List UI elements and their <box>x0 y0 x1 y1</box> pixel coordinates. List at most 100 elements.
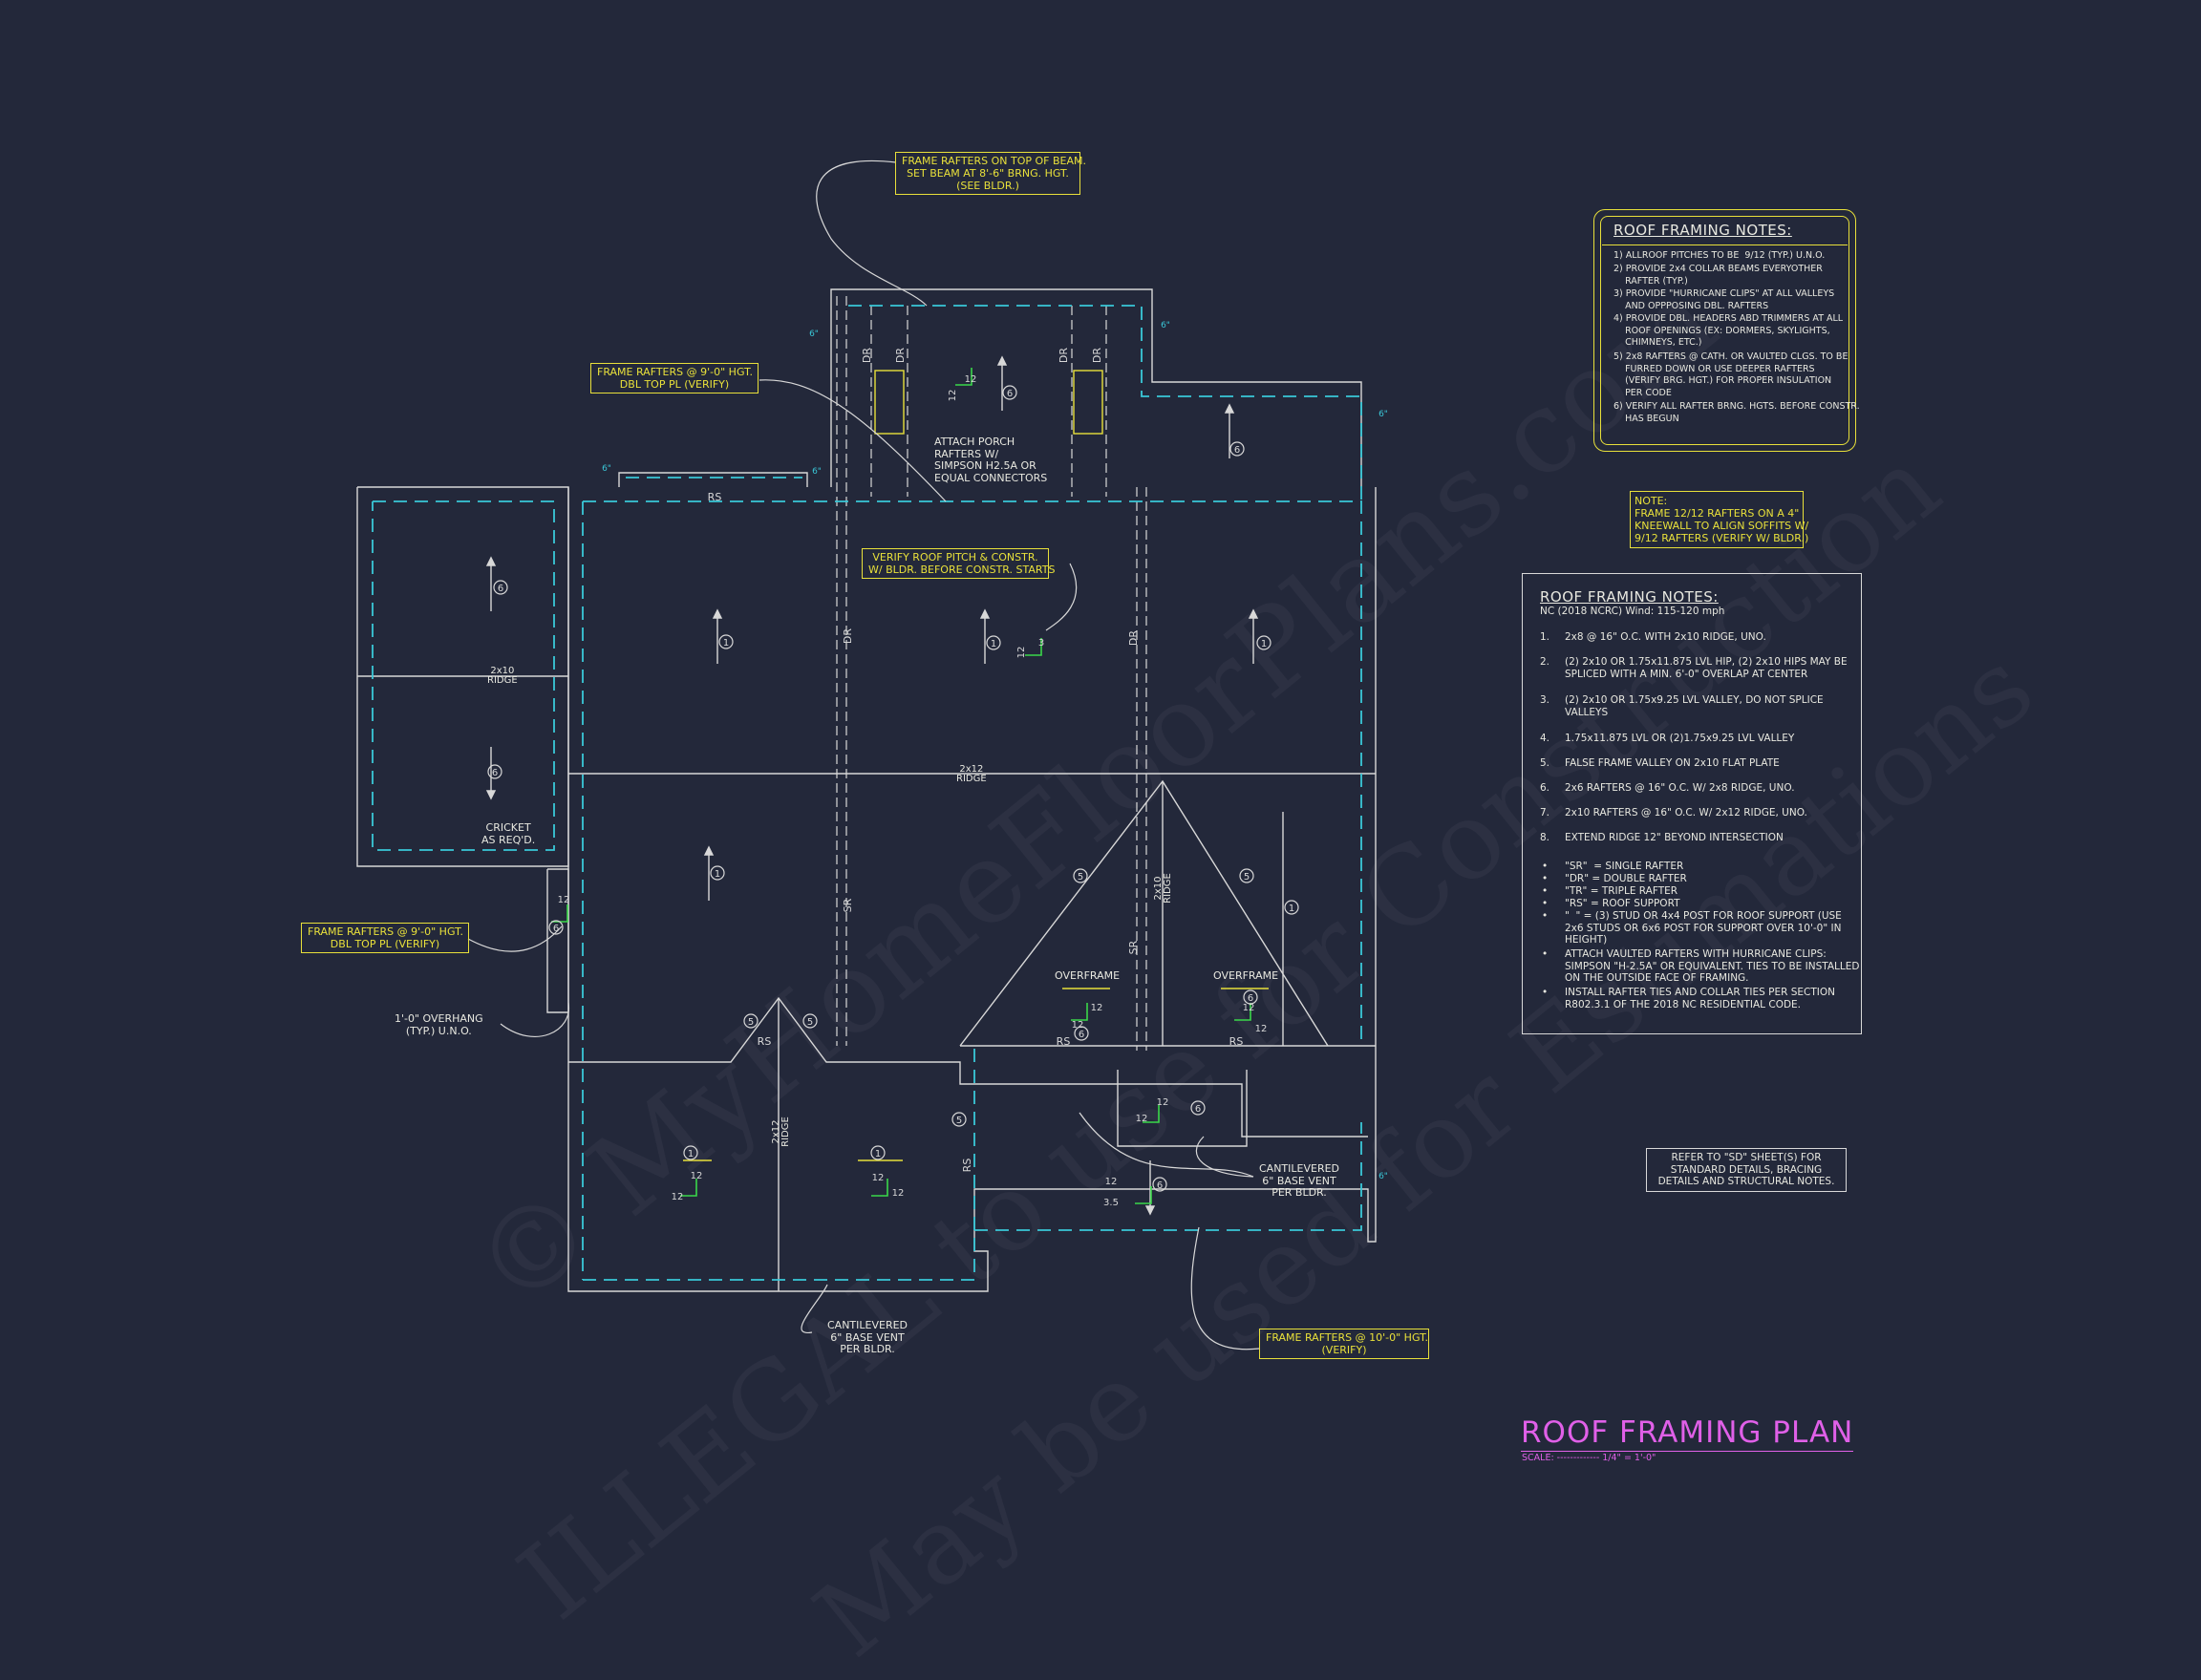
bullet-dot: • <box>1542 873 1549 884</box>
circle-tag <box>1243 989 1258 1005</box>
note-num: 7. <box>1540 807 1550 819</box>
overhang-dim: 6" <box>1378 410 1388 419</box>
tag-number: 6 <box>1248 993 1253 1004</box>
pitch-numbers: 12 12 12 3 12 12 12 12 12 12 12 3.5 12 1… <box>558 374 1268 1208</box>
rafter-height-callout-top: FRAME RAFTERS @ 9'-0" HGT. DBL TOP PL (V… <box>590 363 759 393</box>
pitch-number: 3 <box>1038 638 1044 649</box>
dr-label: DR <box>1127 630 1140 646</box>
pitch-number: 12 <box>1091 1003 1103 1013</box>
tag-number: 6 <box>1234 445 1240 456</box>
overhang-dim: 6" <box>812 467 822 477</box>
dr-label: DR <box>861 348 873 363</box>
pitch-number: 12 <box>1255 1024 1268 1034</box>
tag-number: 1 <box>723 638 729 649</box>
bullet-dot: • <box>1542 910 1549 922</box>
overhang-dim: 6" <box>809 330 819 339</box>
pitch-number: 12 <box>691 1171 703 1181</box>
roof-notes-box-1-inner <box>1600 216 1849 445</box>
member-labels: RS RS RS RS DR DR DR DR DR DR SR SR RS <box>708 348 1244 1173</box>
pitch-number: 12 <box>1157 1097 1169 1108</box>
circle-tag <box>1073 868 1088 883</box>
circle-tag <box>743 1013 759 1029</box>
bullet-dot: • <box>1542 948 1549 960</box>
sr-label: SR <box>1127 940 1140 954</box>
pitch-number: 12 <box>948 390 958 402</box>
circle-tag <box>718 634 734 649</box>
circle-tag-numbers: 6 6 1 1 1 6 6 1 5 5 1 6 5 5 5 6 6 6 6 1 … <box>492 389 1294 1191</box>
rs-label: RS <box>1057 1035 1071 1048</box>
circle-tag <box>1074 1026 1089 1041</box>
circle-tag <box>683 1145 698 1160</box>
bullet-dot: • <box>1542 898 1549 909</box>
roof-overhang-outline <box>372 305 1362 1281</box>
circle-tags <box>487 385 1299 1192</box>
tag-number: 1 <box>1289 904 1294 914</box>
ridge-label-bottom: 2x12 RIDGE <box>770 1116 791 1147</box>
pitch-number: 3.5 <box>1103 1198 1119 1208</box>
pitch-symbols <box>551 368 1251 1204</box>
circle-tag <box>1256 635 1271 650</box>
note-bullet: INSTALL RAFTER TIES AND COLLAR TIES PER … <box>1565 987 1835 1010</box>
tag-number: 1 <box>875 1149 881 1159</box>
refer-note: REFER TO "SD" SHEET(S) FOR STANDARD DETA… <box>1646 1148 1847 1192</box>
tag-number: 6 <box>492 768 498 778</box>
ridge-label-center: 2x12 RIDGE <box>956 764 987 784</box>
note-text: EXTEND RIDGE 12" BEYOND INTERSECTION <box>1565 832 1784 843</box>
cantilever-label-right: CANTILEVERED 6" BASE VENT PER BLDR. <box>1259 1162 1340 1199</box>
circle-tag <box>1002 385 1017 400</box>
rafter-height-callout-left: FRAME RAFTERS @ 9'-0" HGT. DBL TOP PL (V… <box>301 923 469 953</box>
dr-label: DR <box>1058 348 1070 363</box>
note-text: FALSE FRAME VALLEY ON 2x10 FLAT PLATE <box>1565 757 1780 769</box>
note-text: (2) 2x10 OR 1.75x11.875 LVL HIP, (2) 2x1… <box>1565 656 1848 680</box>
dr-label: DR <box>894 348 907 363</box>
overframe-label-1: OVERFRAME <box>1055 969 1121 982</box>
note-bullet: "TR" = TRIPLE RAFTER <box>1565 885 1678 897</box>
bearing-walls <box>836 296 1147 1051</box>
overframe-label-2: OVERFRAME <box>1213 969 1279 982</box>
ridge-label-left: 2x10 RIDGE <box>487 666 518 686</box>
dr-label: DR <box>1091 348 1103 363</box>
tag-number: 6 <box>1157 1180 1163 1191</box>
circle-tag <box>1239 868 1254 883</box>
circle-tag <box>802 1013 818 1029</box>
note-bullet: "RS" = ROOF SUPPORT <box>1565 898 1680 909</box>
roof-notes-box-2: ROOF FRAMING NOTES: NC (2018 NCRC) Wind:… <box>1522 573 1862 1034</box>
verify-pitch-callout: VERIFY ROOF PITCH & CONSTR. W/ BLDR. BEF… <box>862 548 1055 579</box>
circle-tag <box>986 635 1001 650</box>
roof-note-1-3: 3) PROVIDE "HURRICANE CLIPS" AT ALL VALL… <box>1613 288 1835 311</box>
attach-porch-label: ATTACH PORCH RAFTERS W/ SIMPSON H2.5A OR… <box>934 436 1048 484</box>
cantilever-label-bottom: CANTILEVERED 6" BASE VENT PER BLDR. <box>827 1319 908 1355</box>
circle-tag <box>1229 441 1245 457</box>
bullet-dot: • <box>1542 987 1549 998</box>
leader-lines <box>467 160 1260 1350</box>
roof-note-1-4: 4) PROVIDE DBL. HEADERS ABD TRIMMERS AT … <box>1613 313 1844 348</box>
bullet-dot: • <box>1542 885 1549 897</box>
kneewall-note: NOTE: FRAME 12/12 RAFTERS ON A 4" KNEEWA… <box>1630 491 1808 548</box>
rs-label: RS <box>1229 1035 1244 1048</box>
note-num: 4. <box>1540 733 1550 744</box>
cricket-label: CRICKET AS REQ'D. <box>481 821 536 846</box>
rs-label: RS <box>708 491 722 503</box>
roof-note-1-6: 6) VERIFY ALL RAFTER BRNG. HGTS. BEFORE … <box>1613 401 1860 424</box>
note-num: 8. <box>1540 832 1550 843</box>
bullet-dot: • <box>1542 861 1549 872</box>
tag-number: 6 <box>1007 389 1013 399</box>
note-text: 2x10 RAFTERS @ 16" O.C. W/ 2x12 RIDGE, U… <box>1565 807 1807 819</box>
overhang-dim: 6" <box>1378 1172 1388 1181</box>
pitch-number: 12 <box>872 1173 885 1183</box>
tag-number: 6 <box>1079 1030 1084 1040</box>
building-outline <box>356 288 1377 1292</box>
plan-title: ROOF FRAMING PLAN <box>1521 1415 1854 1452</box>
tag-number: 6 <box>498 584 503 594</box>
beam-callout: FRAME RAFTERS ON TOP OF BEAM. SET BEAM A… <box>895 152 1086 195</box>
tag-number: 1 <box>1261 639 1267 649</box>
circle-tag <box>1190 1100 1206 1116</box>
circle-tag <box>1152 1177 1167 1192</box>
sr-label: SR <box>842 898 854 912</box>
roof-note-1-1: 1) ALLROOF PITCHES TO BE 9/12 (TYP.) U.N… <box>1613 250 1826 261</box>
roof-note-1-2: 2) PROVIDE 2x4 COLLAR BEAMS EVERYOTHER R… <box>1613 264 1823 287</box>
tag-number: 1 <box>715 869 720 880</box>
circle-tag <box>710 865 725 881</box>
note-text: 2x8 @ 16" O.C. WITH 2x10 RIDGE, UNO. <box>1565 631 1766 643</box>
